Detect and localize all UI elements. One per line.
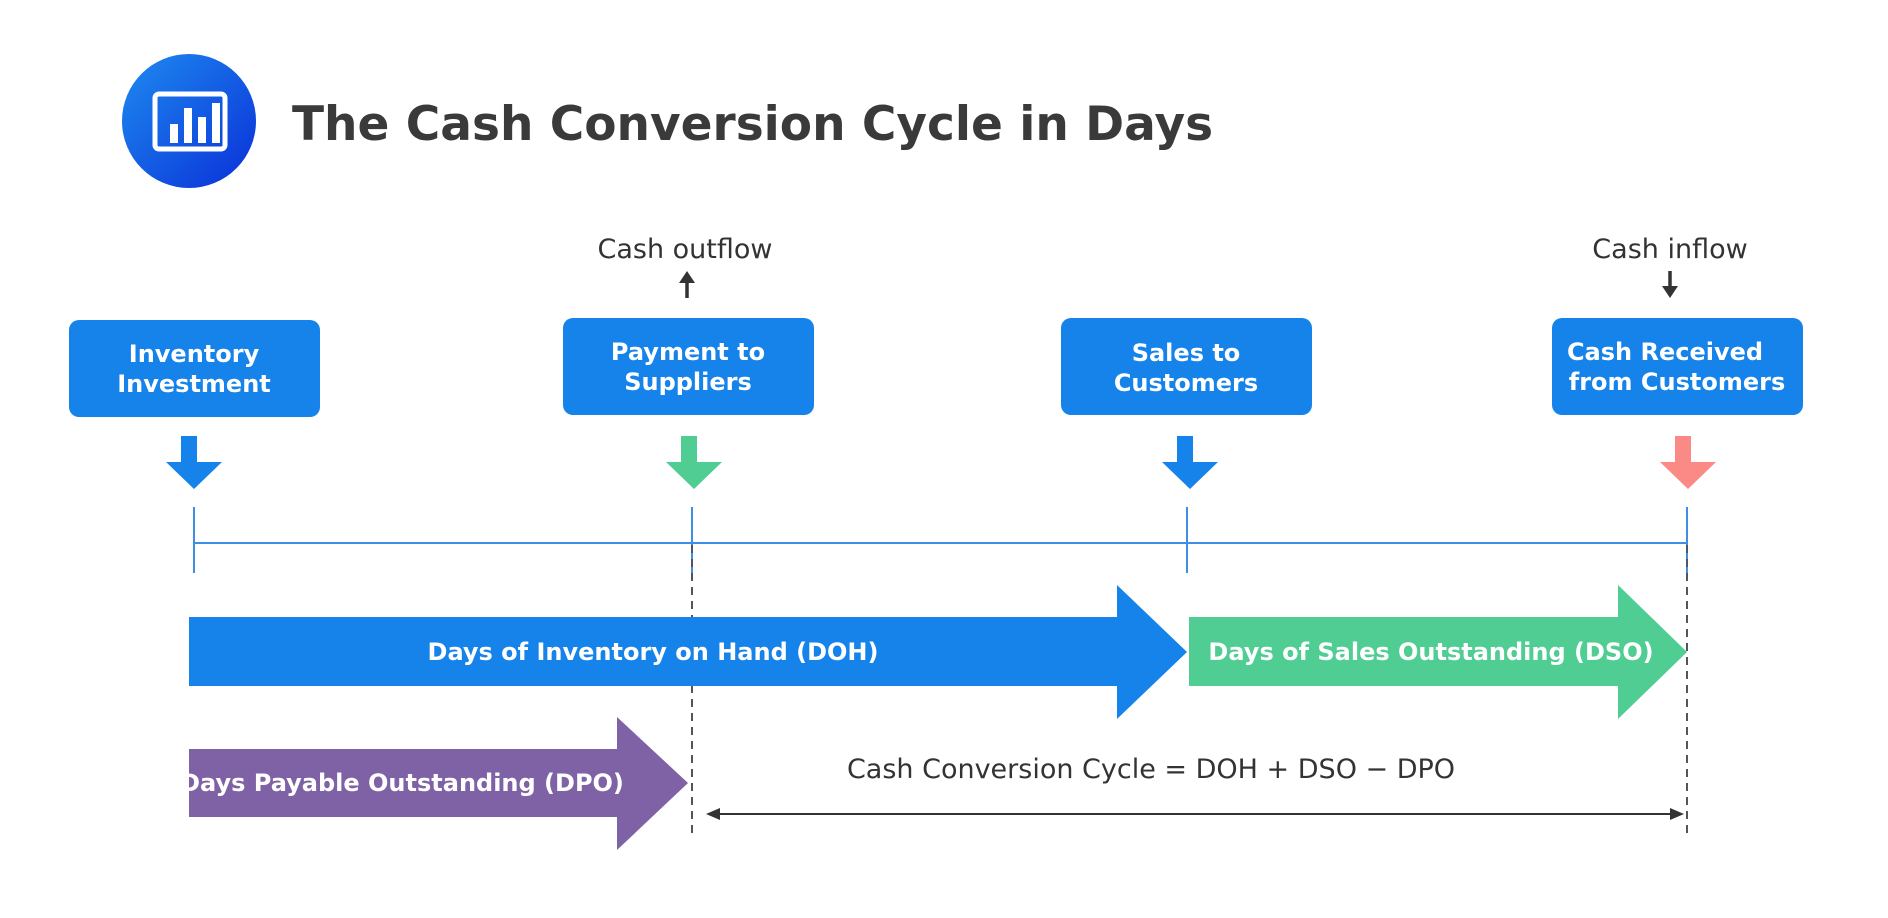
arrow-up-icon: [679, 271, 695, 298]
marker-down-arrow-icon: [1660, 436, 1716, 489]
marker-down-arrow-icon: [1162, 436, 1218, 489]
event-label-line1: Sales to: [1132, 339, 1241, 367]
doh-arrow: Days of Inventory on Hand (DOH): [189, 585, 1187, 719]
event-label-line2: Investment: [117, 370, 271, 398]
event-label-line2: from Customers: [1569, 368, 1785, 396]
cash-outflow-label: Cash outflow: [598, 234, 773, 265]
marker-down-arrow-icon: [666, 436, 722, 489]
doh-label: Days of Inventory on Hand (DOH): [428, 638, 879, 666]
dashed-guides: [691, 545, 1688, 835]
dso-arrow: Days of Sales Outstanding (DSO): [1189, 585, 1687, 719]
bar-chart-icon: [152, 91, 228, 152]
event-label-line1: Inventory: [129, 340, 260, 368]
event-label-line2: Customers: [1114, 369, 1258, 397]
event-box-cash-received-from-customers: Cash Received from Customers: [1552, 318, 1803, 415]
logo: [122, 54, 256, 188]
cash-inflow-label: Cash inflow: [1592, 234, 1747, 265]
event-label-line1: Cash Received: [1567, 338, 1763, 366]
event-box-sales-to-customers: Sales to Customers: [1061, 318, 1312, 415]
event-label-line2: Suppliers: [624, 368, 752, 396]
event-box-payment-to-suppliers: Payment to Suppliers: [563, 318, 814, 415]
dso-label: Days of Sales Outstanding (DSO): [1208, 638, 1653, 666]
event-box-inventory-investment: Inventory Investment: [69, 320, 320, 417]
dpo-label: Days Payable Outstanding (DPO): [180, 769, 624, 797]
marker-down-arrow-icon: [166, 436, 222, 489]
page-title: The Cash Conversion Cycle in Days: [292, 97, 1213, 152]
arrow-down-icon: [1662, 271, 1678, 298]
formula-label: Cash Conversion Cycle = DOH + DSO − DPO: [847, 754, 1455, 785]
timeline: [193, 507, 1688, 573]
dpo-arrow: Days Payable Outstanding (DPO): [180, 717, 688, 850]
ccc-span-arrow: [706, 808, 1684, 820]
event-label-line1: Payment to: [611, 338, 765, 366]
